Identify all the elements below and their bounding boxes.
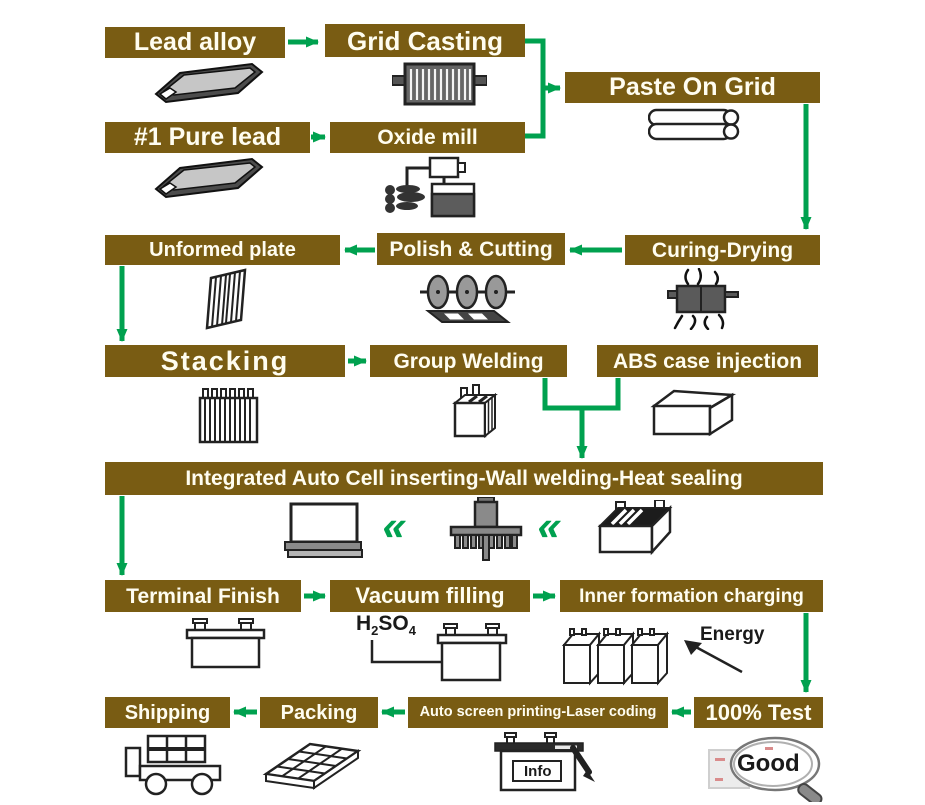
cast-grid-icon [392,62,487,106]
unformed-plate-icon [205,268,247,330]
heat-sealer-icon [284,502,363,558]
node-paste-on-grid: Paste On Grid [565,72,820,103]
node-unformed-plate: Unformed plate [105,235,340,265]
oxide-mill-icon [385,156,476,218]
node-grid-casting: Grid Casting [325,24,525,57]
node-polish-cutting: Polish & Cutting [377,233,565,265]
bracket-casting-oxide [525,38,546,139]
node-integrated: Integrated Auto Cell inserting-Wall weld… [105,462,823,495]
acid-filling-icon: H2SO4 [350,612,510,684]
stacked-plates-icon [198,388,259,444]
shipping-truck-icon [124,734,222,796]
terminal-battery-icon [185,618,266,669]
abs-case-icon [650,389,737,437]
node-abs-case-injection: ABS case injection [597,345,818,377]
test-magnifier-graphic [708,736,823,802]
node-curing-drying: Curing-Drying [625,235,820,265]
node-auto-screen-printing: Auto screen printing-Laser coding [408,697,668,728]
bracket-welding-abs [542,378,621,411]
node-shipping: Shipping [105,697,230,728]
node-lead-alloy: Lead alloy [105,27,285,58]
node-pure-lead: #1 Pure lead [105,122,310,153]
packing-pallet-icon [262,742,362,790]
wall-welder-icon [449,497,523,561]
test-magnifier-icon: Good [703,736,828,802]
welded-cell-icon [452,384,498,438]
label-printing-icon: Info [487,730,602,795]
charging-batteries-icon [562,628,670,686]
node-vacuum-filling: Vacuum filling [330,580,530,612]
curing-oven-icon [667,268,739,330]
node-100-test: 100% Test [694,697,823,728]
polish-cutting-icon [420,274,515,323]
energy-arrow-icon [684,640,743,674]
paste-rollers-icon [648,108,740,141]
h2so4-formula: H2SO4 [356,612,416,638]
info-label: Info [524,763,552,780]
node-oxide-mill: Oxide mill [330,122,525,153]
lead-ingot-icon [154,62,264,104]
node-group-welding: Group Welding [370,345,567,377]
node-stacking: Stacking [105,345,345,377]
good-label: Good [737,750,800,777]
lead-ingot-icon [154,157,264,199]
sealed-battery-icon [597,500,673,556]
node-packing: Packing [260,697,378,728]
node-terminal-finish: Terminal Finish [105,580,301,612]
acid-filling-graphic [370,623,508,682]
node-inner-formation-charging: Inner formation charging [560,580,823,612]
energy-label: Energy [700,624,765,645]
label-printing-graphic [494,732,595,792]
